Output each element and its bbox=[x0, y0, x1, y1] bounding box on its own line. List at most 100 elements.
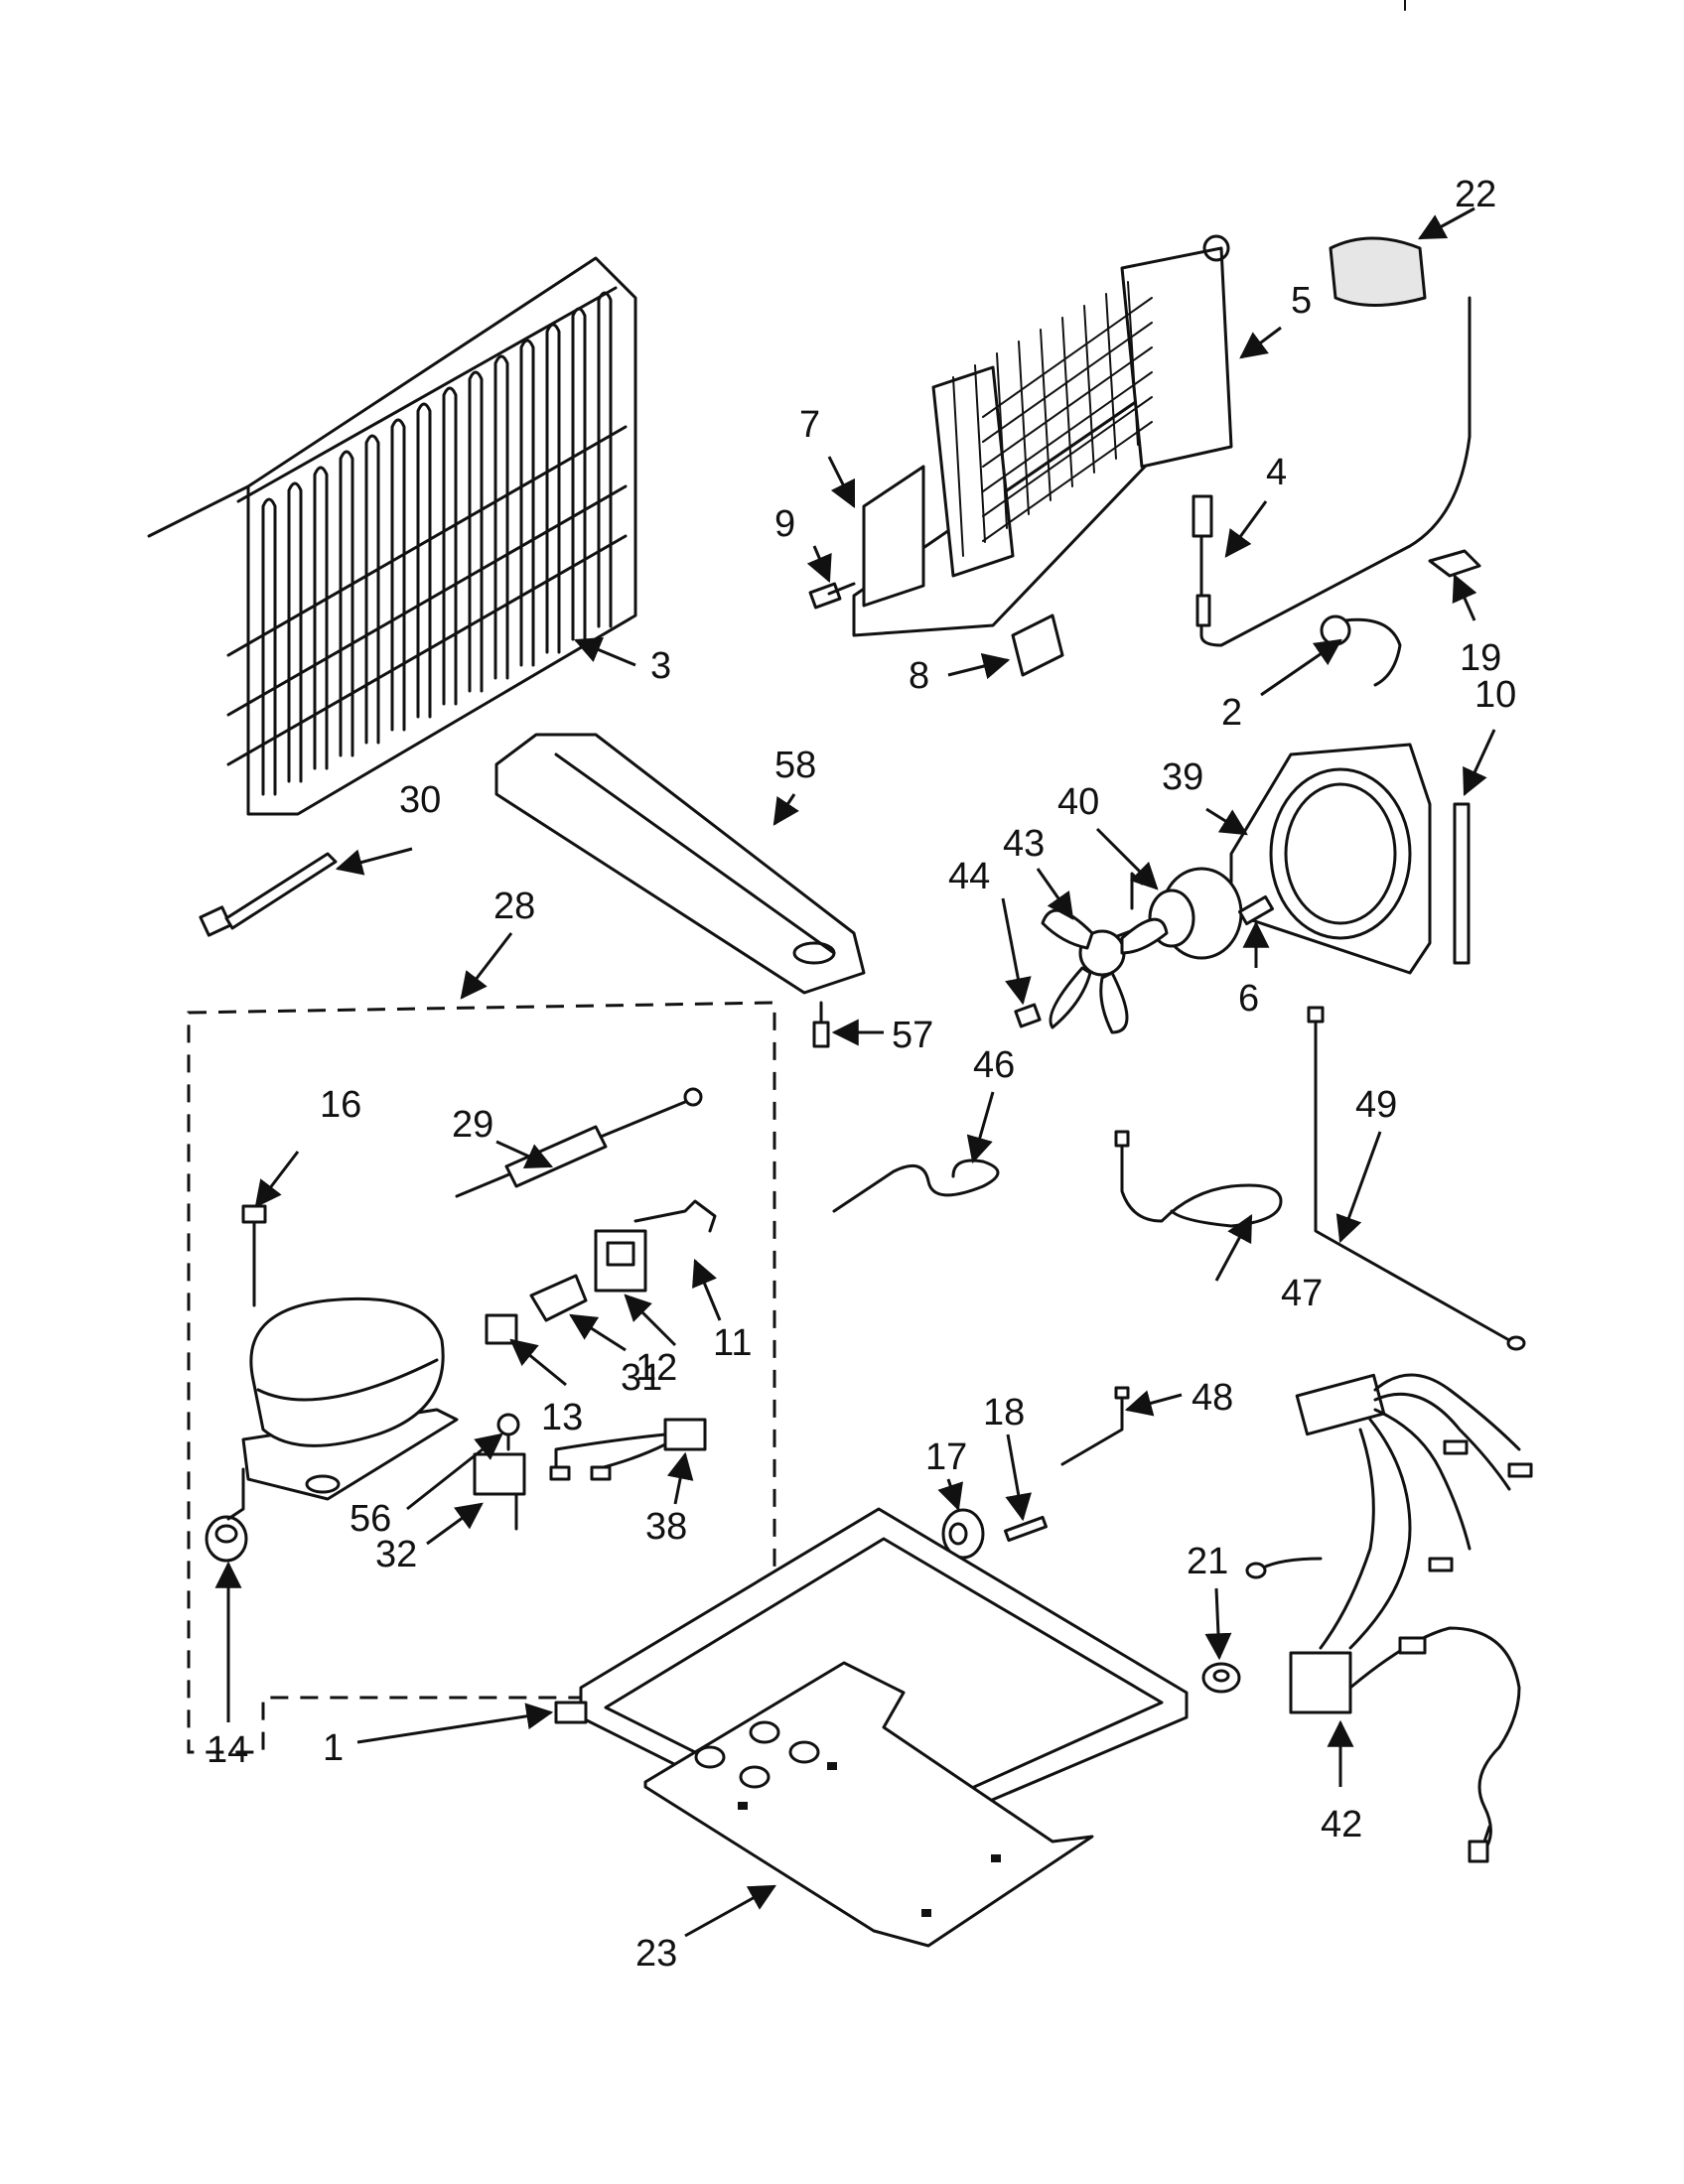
callout-38: 38 bbox=[645, 1506, 687, 1548]
callout-2: 2 bbox=[1221, 692, 1242, 734]
gasket-10 bbox=[1453, 802, 1471, 965]
screw-9 bbox=[808, 582, 856, 610]
callout-17: 17 bbox=[925, 1436, 967, 1478]
screw-16 bbox=[241, 1204, 267, 1307]
evaporator-fin bbox=[1040, 329, 1052, 501]
callout-32: 32 bbox=[375, 1534, 417, 1575]
roller-17 bbox=[941, 1508, 985, 1560]
compressor-kit-group-28 bbox=[187, 1001, 776, 1754]
evaporator-tube bbox=[982, 396, 1153, 517]
callout-22: 22 bbox=[1455, 174, 1496, 215]
callout-28: 28 bbox=[493, 886, 535, 927]
tube-49 bbox=[1307, 1006, 1526, 1351]
clip-11 bbox=[633, 1199, 717, 1233]
wiring-harness-42 bbox=[1245, 1373, 1533, 1863]
insulation-pad-23 bbox=[643, 1661, 1094, 1948]
compressor bbox=[241, 1297, 459, 1501]
callout-49: 49 bbox=[1355, 1084, 1397, 1126]
condenser-coil bbox=[147, 256, 637, 816]
fan-blade-43 bbox=[1041, 908, 1169, 1034]
tube-47 bbox=[1114, 1130, 1283, 1228]
callout-19: 19 bbox=[1460, 637, 1501, 679]
coil-loop bbox=[261, 497, 277, 796]
evaporator-tube bbox=[982, 297, 1153, 418]
evaporator-fin bbox=[996, 352, 1008, 529]
callout-43: 43 bbox=[1003, 823, 1045, 865]
evaporator-tube bbox=[982, 421, 1153, 542]
callout-47: 47 bbox=[1281, 1273, 1323, 1314]
callout-12: 12 bbox=[635, 1347, 677, 1389]
relay-13 bbox=[485, 1313, 518, 1345]
callout-4: 4 bbox=[1266, 452, 1287, 493]
screw-6 bbox=[1238, 894, 1274, 926]
callout-21: 21 bbox=[1187, 1541, 1228, 1582]
coil-loop bbox=[287, 481, 303, 783]
coil-loop bbox=[493, 354, 509, 680]
clip-19 bbox=[1428, 549, 1481, 578]
callout-3: 3 bbox=[650, 645, 671, 687]
callout-30: 30 bbox=[399, 779, 441, 821]
callout-57: 57 bbox=[892, 1015, 933, 1056]
nut-44 bbox=[1014, 1003, 1042, 1028]
callout-5: 5 bbox=[1291, 280, 1312, 322]
coil-loop bbox=[339, 450, 354, 757]
nut-21 bbox=[1201, 1662, 1241, 1694]
callout-labels: 3 5 4 7 9 8 22 19 2 10 39 40 43 44 6 58 … bbox=[207, 174, 1516, 1975]
callout-40: 40 bbox=[1057, 781, 1099, 823]
filter-drier-29 bbox=[455, 1087, 703, 1198]
probe-2 bbox=[1320, 614, 1402, 687]
overload-31 bbox=[529, 1274, 588, 1322]
evaporator-fin bbox=[1083, 305, 1095, 474]
screw-57 bbox=[812, 1001, 830, 1048]
evaporator-fin bbox=[952, 376, 964, 557]
callout-56: 56 bbox=[350, 1498, 391, 1540]
coil-loop bbox=[313, 466, 329, 770]
callout-13: 13 bbox=[541, 1397, 583, 1438]
callout-44: 44 bbox=[948, 856, 990, 897]
callout-29: 29 bbox=[452, 1104, 493, 1146]
coil-loop bbox=[468, 370, 484, 693]
callout-1: 1 bbox=[323, 1727, 344, 1769]
callout-31: 31 bbox=[621, 1357, 662, 1399]
coil-loop bbox=[442, 386, 458, 706]
cover-12 bbox=[594, 1229, 647, 1293]
callout-39: 39 bbox=[1162, 756, 1203, 798]
grommet-14 bbox=[205, 1467, 248, 1563]
coil-loop bbox=[390, 418, 406, 732]
callout-42: 42 bbox=[1321, 1804, 1362, 1845]
callout-14: 14 bbox=[207, 1729, 248, 1771]
cable-tie-30 bbox=[199, 852, 338, 937]
callout-11: 11 bbox=[713, 1322, 752, 1364]
evaporator-fin bbox=[974, 364, 986, 543]
callout-18: 18 bbox=[983, 1392, 1025, 1433]
callout-48: 48 bbox=[1192, 1377, 1233, 1419]
coil-loop bbox=[519, 339, 535, 667]
sensor-wire-4 bbox=[1192, 296, 1472, 647]
callout-9: 9 bbox=[774, 503, 795, 545]
pin-18 bbox=[1003, 1515, 1049, 1543]
harness-38 bbox=[549, 1418, 707, 1481]
screw-56 bbox=[496, 1413, 520, 1451]
callout-6: 6 bbox=[1238, 978, 1259, 1020]
coil-loop bbox=[416, 402, 432, 719]
callout-58: 58 bbox=[774, 745, 816, 786]
callout-7: 7 bbox=[799, 404, 820, 446]
fan-motor-40 bbox=[1110, 867, 1243, 960]
tube-46 bbox=[832, 1159, 1000, 1213]
evaporator-assembly bbox=[852, 234, 1233, 677]
cap-22 bbox=[1329, 236, 1427, 307]
evaporator-tube bbox=[982, 371, 1153, 492]
coil-loop bbox=[364, 434, 380, 745]
evaporator-fin bbox=[1061, 317, 1073, 487]
callout-23: 23 bbox=[635, 1933, 677, 1975]
leader-lines bbox=[214, 206, 1496, 1938]
tube-48 bbox=[1060, 1386, 1130, 1466]
callout-16: 16 bbox=[320, 1084, 361, 1126]
duct-58 bbox=[494, 733, 866, 995]
capacitor-32 bbox=[473, 1452, 526, 1531]
callout-8: 8 bbox=[909, 655, 929, 697]
evaporator-tube bbox=[982, 322, 1153, 443]
evaporator-fin bbox=[1127, 281, 1139, 446]
